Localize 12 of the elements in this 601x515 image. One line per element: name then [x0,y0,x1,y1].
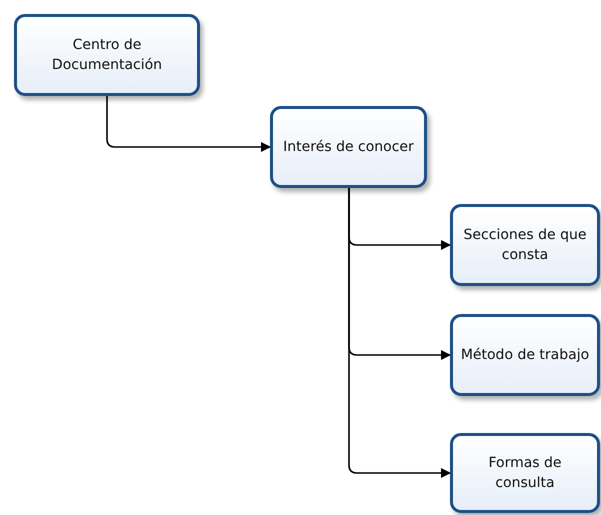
connector-arrow [348,188,451,478]
process-box [14,14,200,96]
node-label: Centro de Documentación [50,36,164,75]
node-label: Formas de consulta [487,454,563,493]
process-box [450,314,600,396]
process-box [450,433,600,513]
process-box [450,204,600,286]
node-label: Interés de conocer [282,138,415,157]
node-label: Secciones de que consta [462,226,588,265]
node-label: Método de trabajo [460,346,590,365]
connector-arrow [106,96,271,152]
process-box [270,106,427,188]
